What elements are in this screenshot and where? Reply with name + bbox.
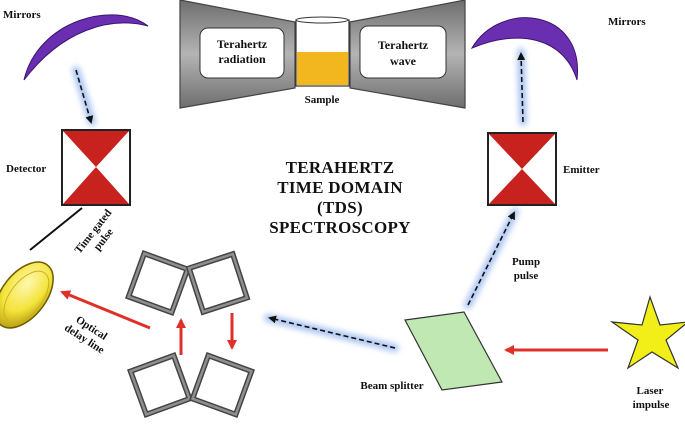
diagram-title: TERAHERTZ TIME DOMAIN (TDS) SPECTROSCOPY: [269, 158, 411, 237]
label-laser-impulse-2: impulse: [633, 399, 670, 411]
label-terahertz-wave-2: wave: [390, 54, 417, 68]
beam-splitter: [404, 311, 503, 391]
delay-cubes: [124, 249, 256, 419]
title-line-3: (TDS): [317, 198, 363, 217]
label-sample: Sample: [305, 94, 340, 106]
label-mirrors-left: Mirrors: [3, 9, 41, 21]
label-emitter: Emitter: [563, 164, 600, 176]
emitter-box: [487, 132, 557, 206]
time-gated-line: [29, 207, 83, 251]
sample-top: [295, 16, 349, 24]
label-mirrors-right: Mirrors: [608, 16, 646, 28]
beam-arrows: [75, 52, 526, 349]
label-laser-impulse-1: Laser: [637, 385, 664, 397]
cube-bottom-left: [126, 351, 194, 419]
title-line-4: SPECTROSCOPY: [269, 218, 411, 237]
label-optical-delay: Optical delay line: [62, 314, 109, 357]
cube-top-left: [124, 249, 192, 317]
label-terahertz-radiation-1: Terahertz: [217, 37, 268, 51]
label-beam-splitter: Beam splitter: [360, 380, 423, 392]
sample-liquid: [297, 52, 348, 85]
cube-top-right: [185, 250, 251, 316]
title-line-1: TERAHERTZ: [286, 158, 395, 177]
arrow-mirror-to-detector: [75, 69, 94, 124]
left-mirror: [23, 14, 149, 81]
detector-box: [61, 129, 131, 206]
title-line-2: TIME DOMAIN: [277, 178, 403, 197]
label-terahertz-radiation-2: radiation: [218, 52, 266, 66]
label-pump-pulse-1: Pump: [512, 256, 540, 268]
arrow-splitter-to-delay: [268, 315, 396, 349]
sample-chamber: [179, 0, 466, 109]
arrow-pump-pulse: [467, 211, 515, 306]
laser-star: [609, 295, 685, 370]
right-mirror: [470, 17, 578, 81]
label-terahertz-wave-1: Terahertz: [378, 38, 429, 52]
terahertz-radiation-box: [199, 27, 285, 79]
label-time-gated: Time gated pulse: [73, 207, 117, 256]
label-detector: Detector: [6, 163, 46, 175]
red-arrow-to-lens: [60, 290, 151, 330]
cube-bottom-right: [188, 351, 256, 419]
arrow-emitter-to-mirror: [517, 52, 526, 123]
red-arrows: [60, 290, 608, 355]
terahertz-wave-box: [359, 25, 447, 79]
yellow-lens: [0, 261, 54, 329]
label-pump-pulse-2: pulse: [514, 270, 539, 282]
